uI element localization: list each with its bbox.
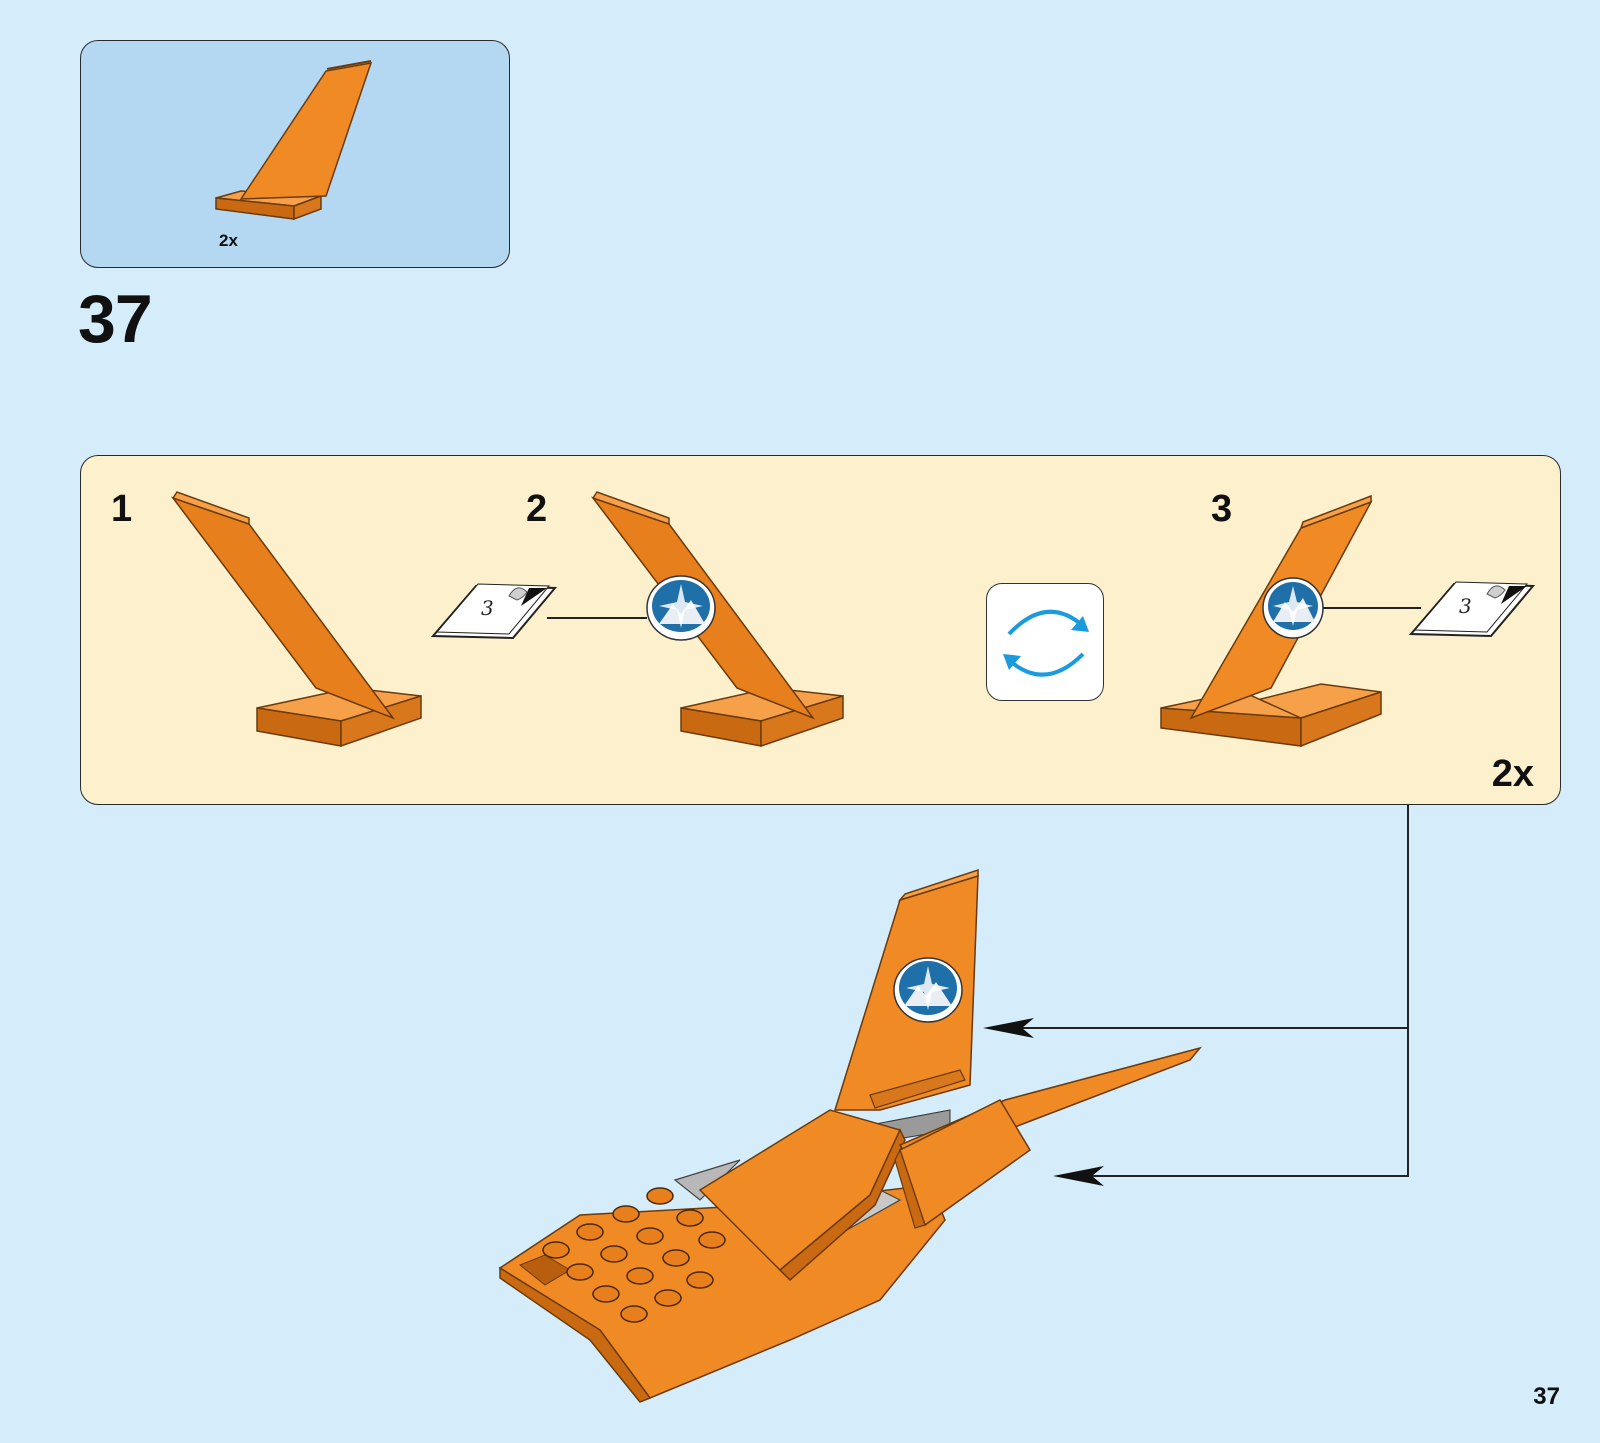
model-logo-sticker-icon [894, 958, 962, 1022]
page-number: 37 [1533, 1383, 1560, 1411]
